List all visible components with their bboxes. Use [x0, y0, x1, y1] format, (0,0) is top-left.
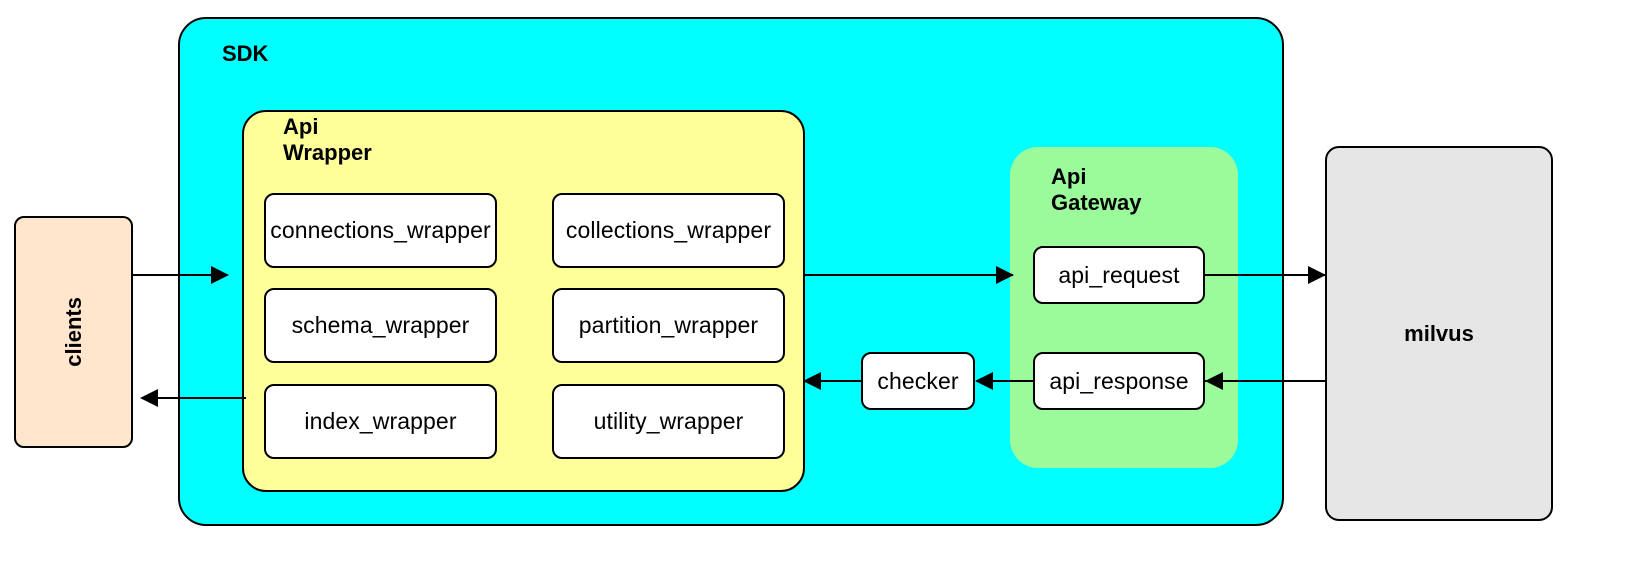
edge-milvus-to-api-response: [1205, 380, 1327, 382]
edge-api-wrapper-to-clients: [150, 397, 246, 399]
collections-wrapper-node[interactable]: collections_wrapper: [552, 193, 785, 268]
milvus-node[interactable]: milvus: [1325, 146, 1553, 521]
utility-wrapper-node[interactable]: utility_wrapper: [552, 384, 785, 459]
utility-wrapper-label: utility_wrapper: [593, 408, 744, 434]
connections-wrapper-node[interactable]: connections_wrapper: [264, 193, 497, 268]
api-gateway-label: Api Gateway: [1051, 164, 1142, 215]
arrow-left-icon: [140, 389, 158, 407]
arrow-right-icon: [211, 266, 229, 284]
edge-api-request-to-milvus: [1205, 274, 1327, 276]
partition-wrapper-node[interactable]: partition_wrapper: [552, 288, 785, 363]
api-request-label: api_request: [1058, 261, 1180, 288]
clients-label: clients: [60, 297, 86, 367]
api-response-label: api_response: [1049, 367, 1189, 394]
arrow-right-icon: [1308, 266, 1326, 284]
edge-api-response-to-checker: [978, 380, 1035, 382]
arrow-left-icon: [803, 372, 821, 390]
checker-node[interactable]: checker: [861, 352, 975, 410]
clients-node[interactable]: clients: [14, 216, 133, 448]
arrow-left-icon: [1205, 372, 1223, 390]
checker-label: checker: [877, 367, 959, 394]
arrow-left-icon: [975, 372, 993, 390]
arrow-right-icon: [996, 266, 1014, 284]
sdk-label: SDK: [222, 41, 269, 66]
index-wrapper-label: index_wrapper: [304, 408, 457, 434]
milvus-label: milvus: [1404, 320, 1474, 346]
api-request-node[interactable]: api_request: [1033, 246, 1205, 304]
schema-wrapper-node[interactable]: schema_wrapper: [264, 288, 497, 363]
partition-wrapper-label: partition_wrapper: [578, 312, 759, 338]
api-response-node[interactable]: api_response: [1033, 352, 1205, 410]
edge-clients-to-api-wrapper: [133, 274, 223, 276]
edge-checker-to-api-wrapper: [808, 380, 863, 382]
edge-api-wrapper-to-api-gateway: [805, 274, 1013, 276]
api-wrapper-label: Api Wrapper: [283, 114, 372, 165]
index-wrapper-node[interactable]: index_wrapper: [264, 384, 497, 459]
api-gateway-container[interactable]: [1010, 147, 1238, 468]
schema-wrapper-label: schema_wrapper: [291, 312, 470, 338]
connections-wrapper-label: connections_wrapper: [270, 217, 491, 243]
collections-wrapper-label: collections_wrapper: [565, 217, 772, 243]
